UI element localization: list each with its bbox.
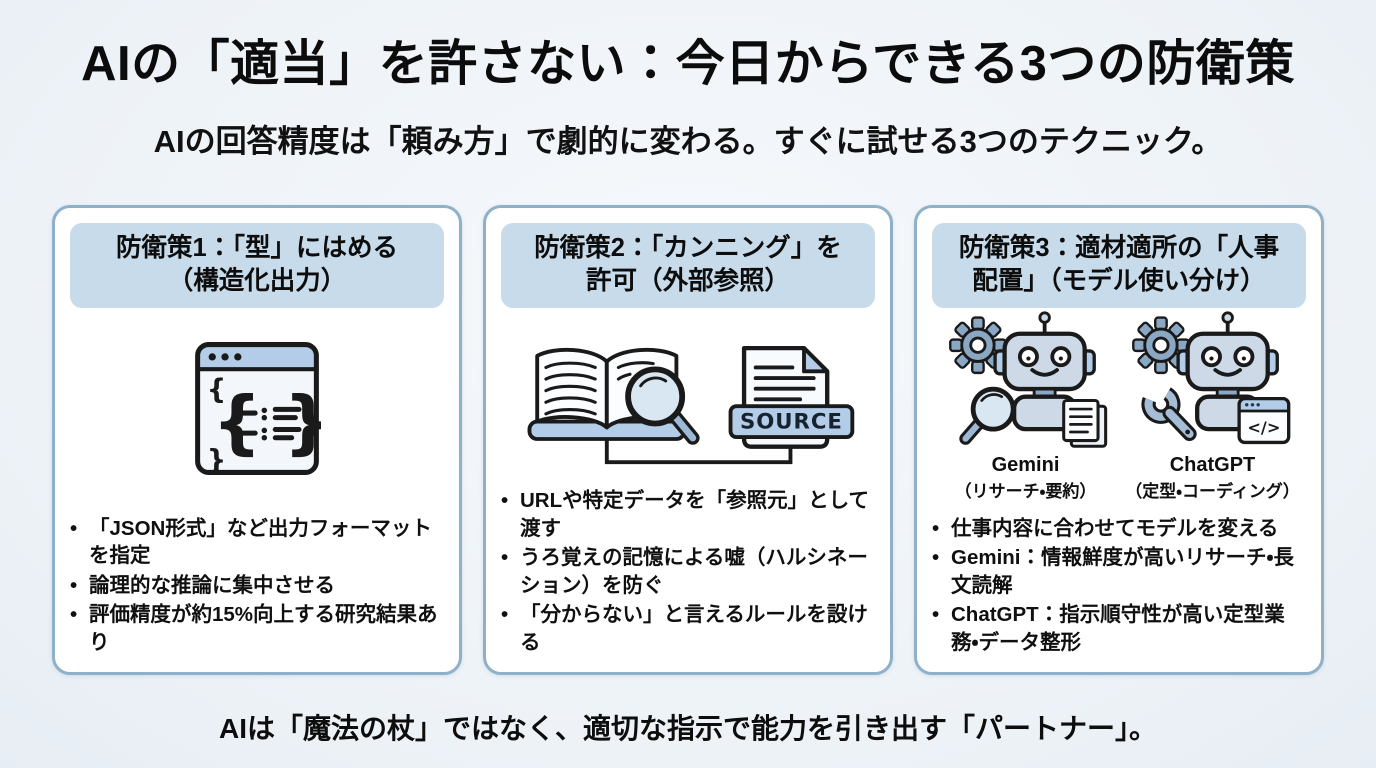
card-structured-output: 防衛策1：「型」にはめる （構造化出力） { { } } <box>52 205 462 676</box>
footer-message: AIは「魔法の杖」ではなく、適切な指示で能力を引き出す「パートナー」。 <box>218 713 1157 745</box>
card-external-reference: 防衛策2：「カンニング」を 許可（外部参照） <box>483 205 893 676</box>
page-title: AIの「適当」を許さない：今日からできる3つの防衛策 <box>81 37 1295 91</box>
list-item: • 評価精度が約15%向上する研究結果あり <box>70 603 438 654</box>
list-item: • うろ覚えの記憶による嘘（ハルシネーション）を防ぐ <box>501 546 868 597</box>
card1-icon-area: { { } } <box>70 308 444 510</box>
card3-icon-area: </> Gemini （リサーチ・要約） ChatGPT （定型・コーディング） <box>932 308 1306 510</box>
card-model-selection: 防衛策3：適材適所の「人事 配置」（モデル使い分け） <box>914 205 1324 676</box>
card1-header-line1: 防衛策1：「型」にはめる <box>116 234 398 263</box>
list-item: • 「分からない」と言えるルールを設ける <box>501 603 868 654</box>
list-item: • 「JSON形式」など出力フォーマットを指定 <box>70 516 432 567</box>
card3-bullets: • 仕事内容に合わせてモデルを変える • Gemini：情報鮮度が高いリサーチ・… <box>932 512 1306 658</box>
card2-header-line1: 防衛策2：「カンニング」を <box>534 234 842 263</box>
window-dots-icon <box>208 353 242 361</box>
card1-header-line2: （構造化出力） <box>167 267 347 296</box>
svg-text:{: { <box>212 383 261 463</box>
list-item: • 論理的な推論に集中させる <box>70 573 335 597</box>
list-item: • Gemini：情報鮮度が高いリサーチ・長文読解 <box>932 546 1294 597</box>
svg-text:{: { <box>207 375 227 406</box>
model-captions: Gemini （リサーチ・要約） ChatGPT （定型・コーディング） <box>932 454 1306 502</box>
open-book-magnifier-and-source-document-icon: SOURCE <box>527 345 855 464</box>
two-robots-gemini-and-chatgpt-icon: </> <box>945 309 1291 449</box>
model-gemini-caption: Gemini （リサーチ・要約） <box>932 454 1119 502</box>
model-gemini-name: Gemini <box>991 454 1060 477</box>
connector-line <box>604 432 793 464</box>
cards-row: 防衛策1：「型」にはめる （構造化出力） { { } } <box>52 205 1324 676</box>
card2-bullets: • URLや特定データを「参照元」として渡す • うろ覚えの記憶による嘘（ハルシ… <box>501 485 875 659</box>
model-chatgpt-caption: ChatGPT （定型・コーディング） <box>1119 454 1306 502</box>
svg-text:}: } <box>207 445 227 476</box>
model-chatgpt-desc: （定型・コーディング） <box>1125 482 1300 502</box>
card2-header-line2: 許可（外部参照） <box>585 267 790 296</box>
card2-icon-area: SOURCE <box>501 308 875 483</box>
documents-icon <box>1062 399 1100 443</box>
model-gemini-desc: （リサーチ・要約） <box>954 482 1097 502</box>
list-item: • URLや特定データを「参照元」として渡す <box>501 489 870 540</box>
card2-header: 防衛策2：「カンニング」を 許可（外部参照） <box>501 223 875 308</box>
card3-header-line1: 防衛策3：適材適所の「人事 <box>958 234 1280 263</box>
code-glyph: </> <box>1247 418 1280 437</box>
svg-text:}: } <box>283 383 321 463</box>
card1-bullets: • 「JSON形式」など出力フォーマットを指定 • 論理的な推論に集中させる •… <box>70 512 444 658</box>
card1-header: 防衛策1：「型」にはめる （構造化出力） <box>70 223 444 308</box>
card3-header: 防衛策3：適材適所の「人事 配置」（モデル使い分け） <box>932 223 1306 308</box>
model-chatgpt-name: ChatGPT <box>1169 454 1256 477</box>
browser-window-json-icon: { { } } <box>195 342 321 476</box>
card3-header-line2: 配置」（モデル使い分け） <box>972 267 1266 296</box>
source-label: SOURCE <box>740 409 843 434</box>
list-item: • 仕事内容に合わせてモデルを変える <box>932 516 1279 540</box>
list-item: • ChatGPT：指示順守性が高い定型業務・データ整形 <box>932 603 1285 654</box>
page-subtitle: AIの回答精度は「頼み方」で劇的に変わる。すぐに試せる3つのテクニック。 <box>153 124 1223 160</box>
